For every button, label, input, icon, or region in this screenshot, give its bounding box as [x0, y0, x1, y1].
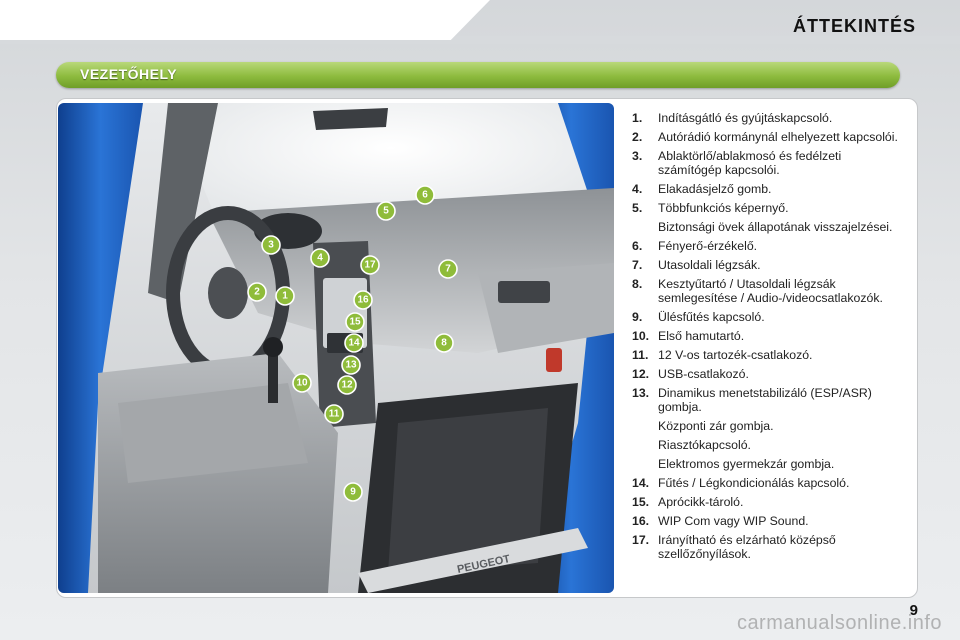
marker-2: 2 — [247, 282, 267, 302]
marker-11: 11 — [324, 404, 344, 424]
legend-item-13-extra-2: Riasztókapcsoló. — [658, 438, 751, 452]
legend-item-13: 13.Dinamikus menetstabilizáló (ESP/ASR) … — [632, 386, 872, 414]
legend-item-15: 15.Aprócikk-tároló. — [632, 495, 744, 509]
svg-text:16: 16 — [357, 295, 369, 306]
marker-4: 4 — [310, 248, 330, 268]
svg-text:11: 11 — [329, 409, 340, 420]
legend-item-6: 6.Fényerő-érzékelő. — [632, 239, 758, 253]
marker-16: 16 — [353, 290, 373, 310]
legend-item-16: 16.WIP Com vagy WIP Sound. — [632, 514, 809, 528]
svg-text:1: 1 — [282, 291, 288, 302]
marker-1: 1 — [275, 286, 295, 306]
legend-item-2: 2.Autórádió kormánynál elhelyezett kapcs… — [632, 130, 898, 144]
svg-text:17: 17 — [364, 260, 376, 271]
legend-item-9: 9.Ülésfűtés kapcsoló. — [632, 310, 765, 324]
legend-item-17: 17.Irányítható és elzárható középső szel… — [632, 533, 836, 561]
svg-text:12: 12 — [341, 380, 353, 391]
legend-item-12: 12.USB-csatlakozó. — [632, 367, 749, 381]
marker-6: 6 — [415, 185, 435, 205]
marker-8: 8 — [434, 333, 454, 353]
page-title: ÁTTEKINTÉS — [792, 16, 916, 36]
marker-13: 13 — [341, 355, 361, 375]
svg-text:14: 14 — [348, 338, 360, 349]
legend-item-4: 4.Elakadásjelző gomb. — [632, 182, 772, 196]
svg-text:4: 4 — [317, 253, 323, 264]
svg-text:7: 7 — [445, 264, 451, 275]
legend-item-3: 3.Ablaktörlő/ablakmosó és fedélzeti szám… — [632, 149, 842, 177]
marker-14: 14 — [344, 333, 364, 353]
legend-item-13-extra-3: Elektromos gyermekzár gombja. — [658, 457, 835, 471]
legend-item-5: 5.Többfunkciós képernyő. — [632, 201, 789, 215]
svg-text:10: 10 — [296, 378, 308, 389]
marker-5: 5 — [376, 201, 396, 221]
legend-item-10: 10.Első hamutartó. — [632, 329, 745, 343]
svg-text:8: 8 — [441, 338, 447, 349]
marker-17: 17 — [360, 255, 380, 275]
marker-3: 3 — [261, 235, 281, 255]
svg-text:2: 2 — [254, 287, 260, 298]
legend-item-11: 11.12 V-os tartozék-csatlakozó. — [632, 348, 813, 362]
cockpit-drawing: PEUGEOT 1 2 3 4 5 6 7 8 9 10 11 12 13 14… — [58, 103, 614, 593]
legend-item-5-extra: Biztonsági övek állapotának visszajelzés… — [658, 220, 893, 234]
cockpit-illustration: PEUGEOT 1 2 3 4 5 6 7 8 9 10 11 12 13 14… — [58, 103, 614, 593]
marker-7: 7 — [438, 259, 458, 279]
header-tab — [0, 0, 490, 40]
watermark: carmanualsonline.info — [736, 612, 942, 634]
marker-15: 15 — [345, 312, 365, 332]
marker-12: 12 — [337, 375, 357, 395]
legend-item-14: 14.Fűtés / Légkondicionálás kapcsoló. — [632, 476, 850, 490]
page-number: 9 — [909, 602, 918, 619]
section-header-bar: VEZETŐHELY — [56, 62, 900, 88]
svg-text:15: 15 — [349, 317, 361, 328]
svg-text:6: 6 — [422, 190, 428, 201]
legend-item-13-extra-1: Központi zár gombja. — [658, 419, 774, 433]
legend-item-7: 7.Utasoldali légzsák. — [632, 258, 761, 272]
svg-text:5: 5 — [383, 206, 389, 217]
svg-text:9: 9 — [350, 487, 356, 498]
legend-item-1: 1.Indításgátló és gyújtáskapcsoló. — [632, 111, 833, 125]
svg-text:3: 3 — [268, 240, 274, 251]
marker-10: 10 — [292, 373, 312, 393]
section-title: VEZETŐHELY — [80, 66, 178, 82]
header-band — [0, 36, 960, 44]
svg-text:13: 13 — [345, 360, 357, 371]
legend-item-8: 8.Kesztyűtartó / Utasoldali légzsák seml… — [632, 277, 883, 305]
legend-list: 1.Indításgátló és gyújtáskapcsoló. 2.Aut… — [632, 111, 904, 566]
marker-9: 9 — [343, 482, 363, 502]
